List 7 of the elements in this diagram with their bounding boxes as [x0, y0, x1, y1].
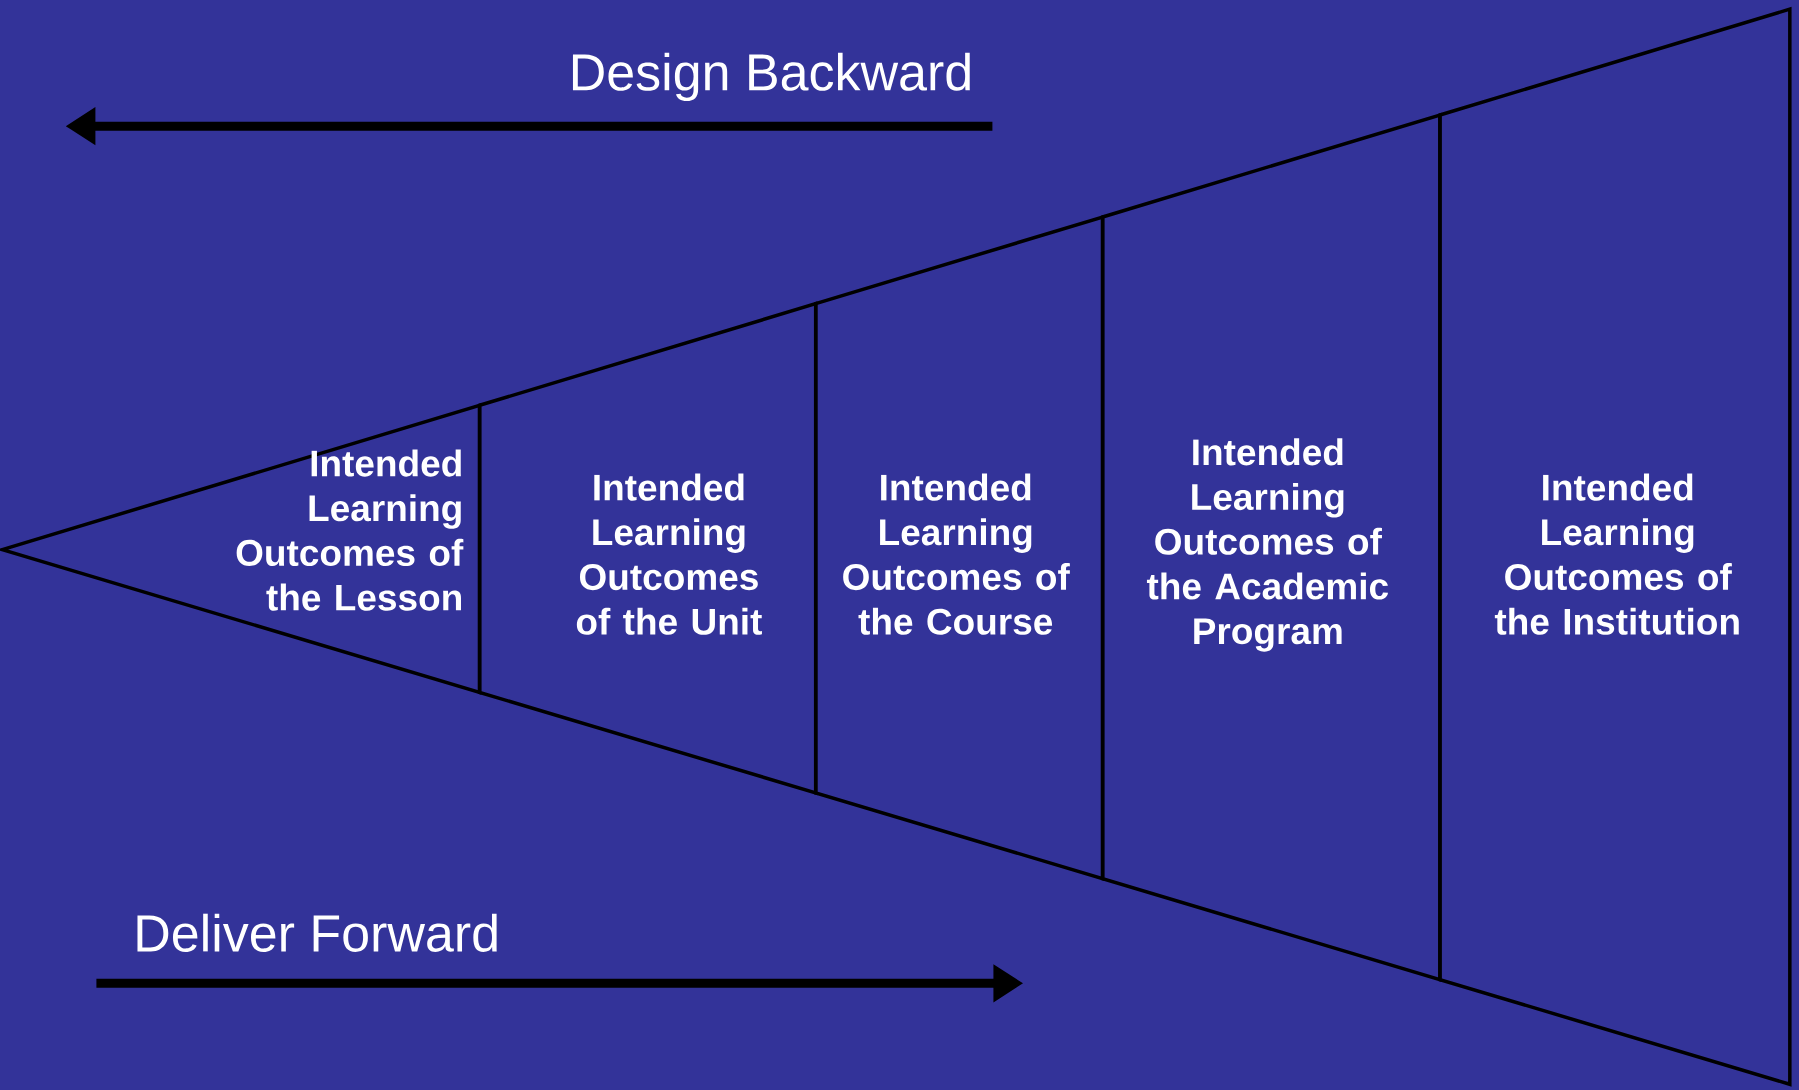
direction-label: Design Backward — [572, 52, 970, 102]
funnel-segment: Intended Learning Outcomes of the Course — [813, 214, 1105, 882]
direction-label: Deliver Forward — [137, 913, 497, 952]
funnel-segment: Intended Learning Outcomes of the Unit — [477, 301, 818, 796]
funnel-segment: Intended Learning Outcomes of the Institution — [1438, 6, 1792, 1087]
funnel-segment: Intended Learning Outcomes of the Lesson — [0, 402, 482, 695]
funnel-segment: Intended Learning Outcomes of the Academic Program — [1100, 112, 1442, 982]
